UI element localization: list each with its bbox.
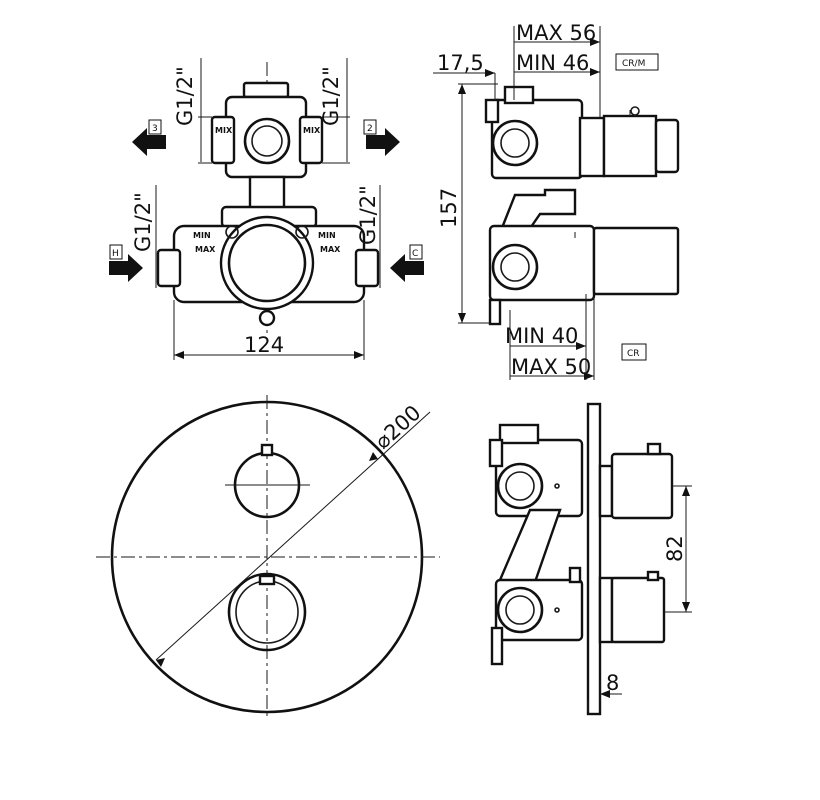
- port-2-label: 2: [367, 124, 373, 134]
- min-46-dim: MIN 46: [516, 51, 589, 75]
- max-56-dim: MAX 56: [516, 21, 596, 45]
- diameter-dim: ⌀200: [370, 401, 425, 454]
- top-view: MIX MIX MIN MAX MIN MAX G1/2" G1/2" G1/2…: [109, 58, 424, 360]
- offset-dim: 17,5: [437, 51, 484, 75]
- outlet-right-thread: G1/2": [319, 66, 343, 126]
- cr-m-tag: CR/M: [622, 59, 645, 69]
- cr-tag: CR: [627, 349, 640, 359]
- side-view-bottom: 82 8: [488, 402, 692, 716]
- svg-text:MIX: MIX: [215, 126, 233, 135]
- port-2-arrow-icon: 2: [363, 119, 400, 156]
- port-3-label: 3: [152, 124, 158, 134]
- port-h-label: H: [112, 249, 119, 259]
- min-label-1: MIN: [193, 231, 211, 240]
- max-50-dim: MAX 50: [511, 355, 591, 379]
- max-label-2: MAX: [320, 245, 341, 254]
- width-dim: 124: [244, 333, 284, 357]
- min-40-dim: MIN 40: [505, 324, 578, 348]
- svg-text:MIX: MIX: [303, 126, 321, 135]
- inlet-left-thread: G1/2": [131, 192, 155, 252]
- min-label-2: MIN: [318, 231, 336, 240]
- plate-dim: 8: [606, 671, 619, 695]
- height-dim: 157: [437, 188, 461, 228]
- port-c-label: C: [412, 249, 418, 259]
- port-3-arrow-icon: 3: [132, 119, 166, 156]
- side-view-top: 157 MAX 56 MIN 46 17,5 CR/: [433, 21, 680, 380]
- outlet-left-thread: G1/2": [173, 66, 197, 126]
- port-c-arrow-icon: C: [390, 244, 424, 282]
- max-label-1: MAX: [195, 245, 216, 254]
- spacing-dim: 82: [663, 535, 687, 562]
- port-h-arrow-icon: H: [109, 244, 143, 282]
- front-view: ⌀200: [96, 395, 440, 718]
- inlet-right-thread: G1/2": [356, 185, 380, 245]
